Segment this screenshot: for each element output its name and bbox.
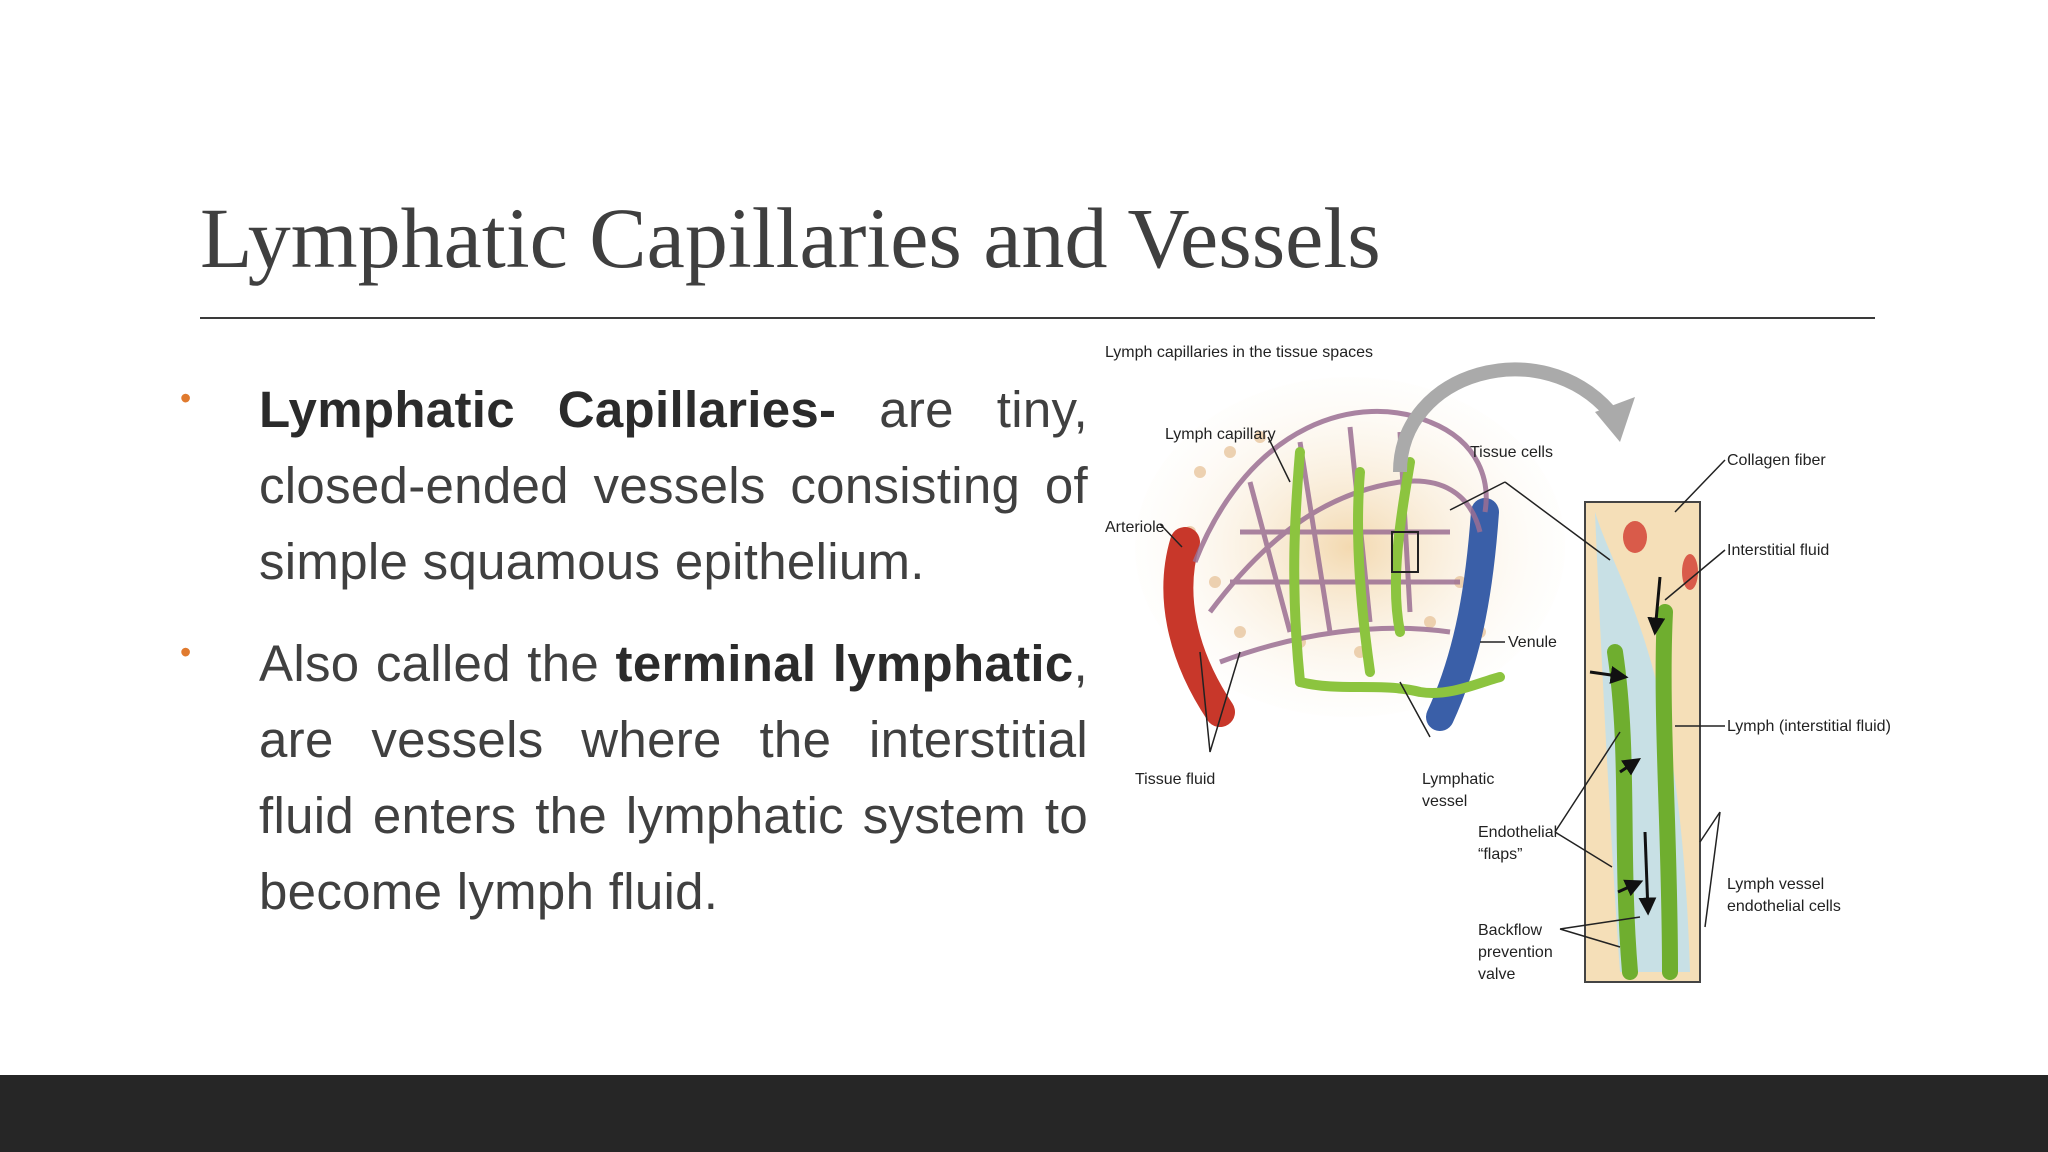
arteriole-vessel <box>1163 527 1235 727</box>
zoom-box <box>1391 531 1419 573</box>
label-collagen-fiber: Collagen fiber <box>1727 452 1826 469</box>
title-divider <box>200 317 1875 319</box>
label-endothelial-flaps-line2: “flaps” <box>1478 846 1522 863</box>
tissue-cell-shapes <box>1623 521 1698 590</box>
label-arteriole: Arteriole <box>1105 519 1165 536</box>
bullet-prefix: Also called the <box>259 635 616 692</box>
bullet-item: • Lymphatic Capillaries- are tiny, close… <box>178 372 1088 600</box>
label-lymph-capillary: Lymph capillary <box>1165 426 1276 443</box>
label-tissue-cells: Tissue cells <box>1470 444 1553 461</box>
label-lymph-vessel-cells-line1: Lymph vessel <box>1727 876 1824 893</box>
label-backflow-line2: prevention <box>1478 944 1553 961</box>
enlarged-lymph-vessel <box>1607 604 1678 980</box>
bullet-bold-term: Lymphatic Capillaries- <box>259 381 837 438</box>
bullet-suffix: , are vessels where the interstitial flu… <box>259 635 1088 920</box>
label-lymphatic-vessel-line1: Lymphatic <box>1422 771 1494 788</box>
label-tissue-fluid: Tissue fluid <box>1135 771 1215 788</box>
flow-arrows <box>1589 576 1666 916</box>
zoom-arrow-head-icon <box>1595 397 1635 442</box>
label-venule: Venule <box>1508 634 1557 651</box>
label-backflow-line1: Backflow <box>1478 922 1542 939</box>
bullet-list: • Lymphatic Capillaries- are tiny, close… <box>178 372 1088 956</box>
bullet-text: Lymphatic Capillaries- are tiny, closed-… <box>259 372 1088 600</box>
bullet-dot-icon: • <box>180 634 192 670</box>
bullet-item: • Also called the terminal lymphatic, ar… <box>178 626 1088 930</box>
label-interstitial-fluid: Interstitial fluid <box>1727 542 1829 559</box>
label-lymph-interstitial-fluid: Lymph (interstitial fluid) <box>1727 718 1890 735</box>
bullet-text: Also called the terminal lymphatic, are … <box>259 626 1088 930</box>
bullet-bold-term: terminal lymphatic <box>615 635 1074 692</box>
label-lymphatic-vessel-line2: vessel <box>1422 793 1467 810</box>
label-backflow-line3: valve <box>1478 966 1515 983</box>
lymphatic-diagram-svg: Lymph capillaries in the tissue spaces <box>1105 344 1890 983</box>
slide-title: Lymphatic Capillaries and Vessels <box>200 190 1381 286</box>
label-lymph-vessel-cells-line2: endothelial cells <box>1727 898 1841 915</box>
bullet-dot-icon: • <box>180 380 192 416</box>
capillary-network <box>1192 408 1489 665</box>
figure-caption: Lymph capillaries in the tissue spaces <box>1105 344 1373 361</box>
leader-lines <box>1159 436 1726 948</box>
lymph-capillaries <box>1289 447 1505 698</box>
zoom-arrow <box>1393 362 1616 473</box>
footer-bar <box>0 1075 2048 1152</box>
bullet-body: are tiny, closed-ended vessels consistin… <box>259 381 1088 590</box>
label-endothelial-flaps-line1: Endothelial <box>1478 824 1557 841</box>
lymphatic-diagram: Lymph capillaries in the tissue spaces <box>1100 332 1890 1002</box>
